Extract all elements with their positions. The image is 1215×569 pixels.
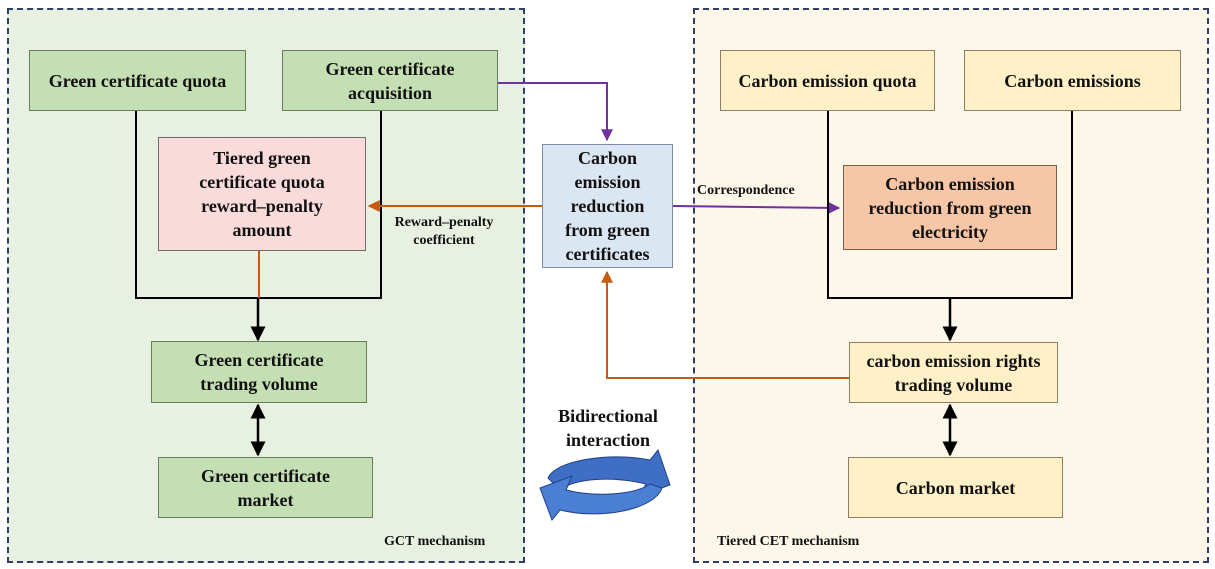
carbon-market-box: Carbon market [848,457,1063,518]
carbon-emission-reduction-box: Carbon emission reduction from green cer… [542,144,673,268]
bidirectional-interaction-label: Bidirectional interaction [558,406,658,450]
correspondence-label: Correspondence [697,183,795,198]
green-certificate-market-box: Green certificate market [158,457,373,518]
cet-trading-to-reduction-arrow [601,270,849,379]
tiered-reward-penalty-box: Tiered green certificate quota reward–pe… [158,137,366,251]
acquisition-to-reduction-arrow [498,82,613,142]
bidirectional-cycle-icon [539,448,671,521]
correspondence-arrow [672,201,841,214]
tiered-cet-mechanism-caption: Tiered CET mechanism [717,534,860,549]
green-certificate-acquisition-box: Green certificate acquisition [282,50,498,111]
green-certificate-quota-box: Green certificate quota [29,50,246,111]
carbon-emission-reduction-green-electricity-box: Carbon emission reduction from green ele… [843,165,1057,250]
carbon-emissions-box: Carbon emissions [964,50,1181,111]
reward-penalty-coefficient-label: Reward–penalty coefficient [394,215,494,248]
carbon-emission-quota-box: Carbon emission quota [720,50,935,111]
green-certificate-trading-volume-box: Green certificate trading volume [151,341,367,403]
gct-mechanism-caption: GCT mechanism [384,534,486,549]
carbon-emission-rights-trading-volume-box: carbon emission rights trading volume [849,342,1058,403]
